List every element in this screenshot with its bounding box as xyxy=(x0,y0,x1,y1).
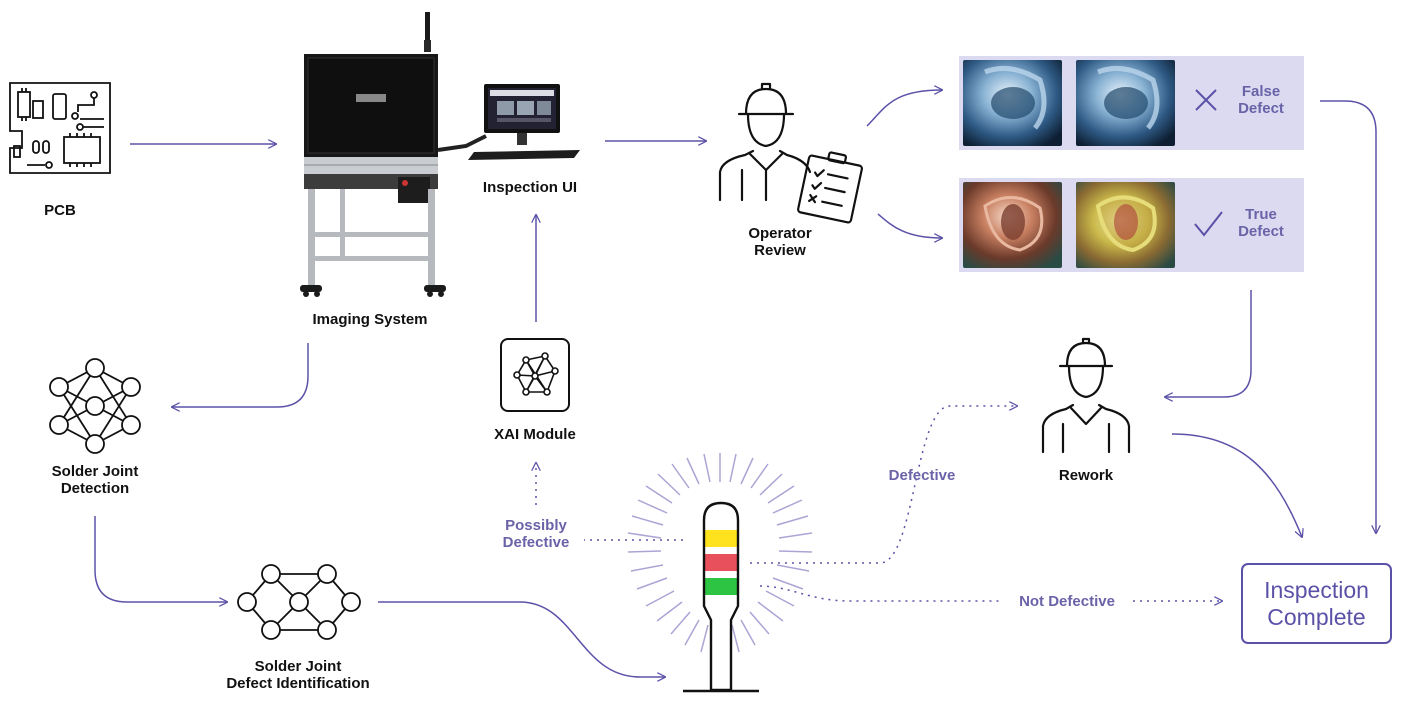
arrow-operator-to-false xyxy=(866,90,942,127)
worker-icon xyxy=(1041,337,1131,454)
inspection-ui-label: Inspection UI xyxy=(482,179,578,196)
inspection-complete-line2: Complete xyxy=(1267,603,1366,630)
true-defect-label: True Defect xyxy=(1226,206,1296,240)
solder-joint-detection-line1: Solder Joint xyxy=(51,463,139,480)
operator-review-line2: Review xyxy=(754,242,806,259)
arrow-detection-to-identification xyxy=(94,516,227,602)
check-icon xyxy=(1194,211,1223,237)
true-defect-line2: Defect xyxy=(1238,223,1284,240)
false-defect-label: False Defect xyxy=(1226,83,1296,117)
defect-identification-label: Solder Joint Defect Identification xyxy=(200,658,396,692)
inspection-complete-box: Inspection Complete xyxy=(1241,563,1392,644)
defective-label: Defective xyxy=(888,467,956,484)
pcb-label: PCB xyxy=(44,202,76,219)
solder-joint-detection-label: Solder Joint Detection xyxy=(25,463,165,497)
arrow-false-to-complete xyxy=(1320,100,1376,533)
false-defect-line1: False xyxy=(1241,83,1281,100)
arrow-true-to-rework xyxy=(1165,290,1252,397)
neural-network-icon xyxy=(49,358,141,454)
inspection-complete-label: Inspection Complete xyxy=(1264,577,1369,631)
xai-network-icon xyxy=(500,338,570,412)
defect-identification-line2: Defect Identification xyxy=(226,675,370,692)
rework-label: Rework xyxy=(1058,467,1114,484)
monitor-icon xyxy=(468,84,580,160)
solder-joint-detection-line2: Detection xyxy=(60,480,130,497)
arrow-rework-to-complete xyxy=(1171,433,1302,537)
true-defect-line1: True xyxy=(1245,206,1277,223)
not-defective-label: Not Defective xyxy=(1019,593,1115,610)
defect-identification-line1: Solder Joint xyxy=(254,658,342,675)
connectors xyxy=(94,90,1376,677)
arrow-identification-to-light xyxy=(378,601,665,677)
dotted-light-to-notdefective xyxy=(759,585,1002,602)
pcb-icon xyxy=(9,82,111,174)
possibly-defective-line1: Possibly xyxy=(505,517,567,534)
false-defect-panel xyxy=(959,56,1304,150)
operator-review-line1: Operator xyxy=(748,225,812,242)
imaging-system-label: Imaging System xyxy=(312,311,428,328)
cross-icon xyxy=(1195,89,1217,111)
dotted-light-to-rework xyxy=(750,406,1017,564)
xai-module-label: XAI Module xyxy=(494,426,576,443)
operator-clipboard-icon xyxy=(718,82,863,224)
imaging-machine xyxy=(300,12,487,297)
possibly-defective-line2: Defective xyxy=(502,534,570,551)
operator-review-label: Operator Review xyxy=(730,225,830,259)
neural-network-icon-defect-id xyxy=(237,564,361,640)
arrow-operator-to-true xyxy=(877,213,942,238)
true-defect-panel xyxy=(959,178,1304,272)
signal-tower-light xyxy=(627,453,813,693)
possibly-defective-label: Possibly Defective xyxy=(486,517,586,551)
arrow-imaging-to-detection xyxy=(172,343,309,407)
false-defect-line2: Defect xyxy=(1238,100,1284,117)
inspection-complete-line1: Inspection xyxy=(1264,576,1369,603)
